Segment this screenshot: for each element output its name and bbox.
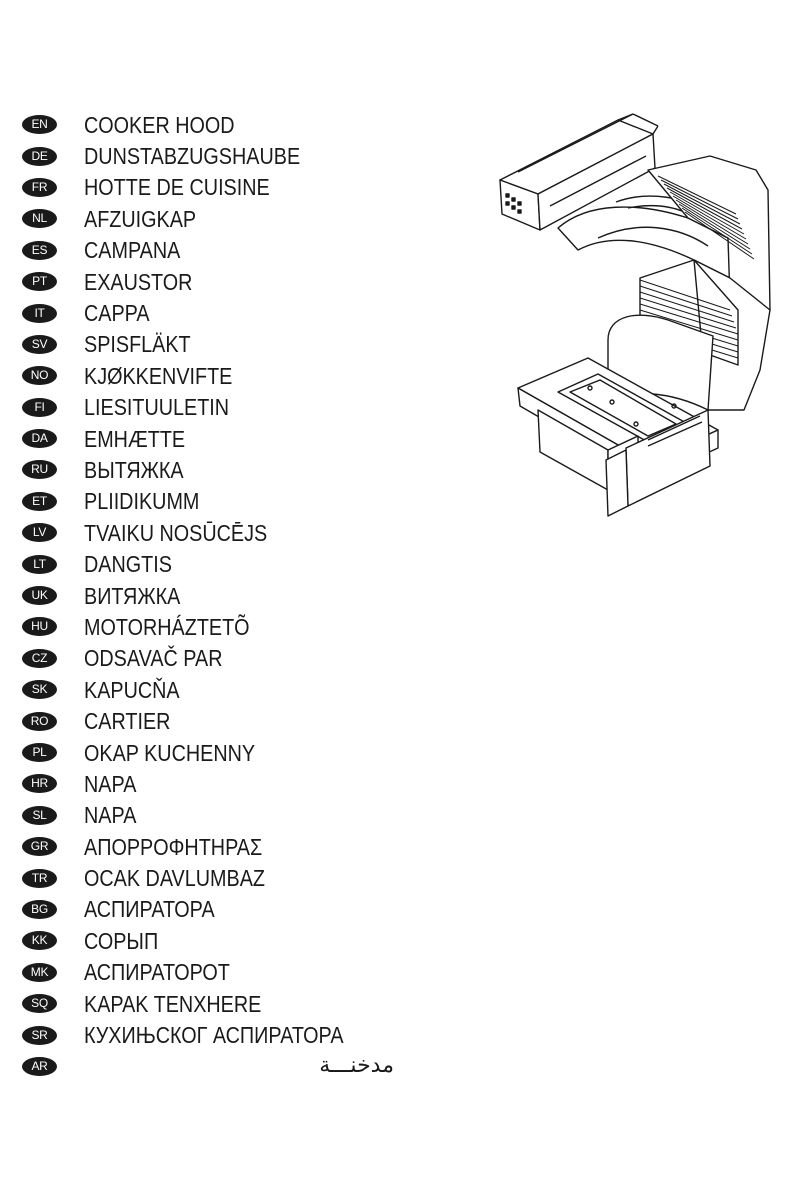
- language-code-badge: RU: [22, 460, 57, 480]
- product-name: مدخنـــة: [319, 1053, 394, 1079]
- language-row-ro: RO CARTIER: [22, 705, 394, 736]
- language-code-badge: KK: [22, 931, 57, 951]
- product-name: CARTIER: [84, 708, 171, 735]
- language-code-badge: NO: [22, 366, 57, 386]
- language-row-kk: KK СОРЫП: [22, 925, 394, 956]
- language-row-tr: TR OCAK DAVLUMBAZ: [22, 862, 394, 893]
- language-code-badge: NL: [22, 209, 57, 229]
- product-name: COOKER HOOD: [84, 111, 235, 138]
- product-name: MOTORHÁZTETÕ: [84, 613, 250, 640]
- language-row-sr: SR КУХИЊСКОГ АСПИРАТОРА: [22, 1019, 394, 1050]
- language-row-de: DE DUNSTABZUGSHAUBE: [22, 140, 394, 171]
- language-code-badge: SV: [22, 334, 57, 354]
- product-name: ODSAVAČ PAR: [84, 645, 223, 672]
- language-code-badge: UK: [22, 586, 57, 606]
- language-code-badge: SK: [22, 680, 57, 700]
- language-code-badge: RO: [22, 711, 57, 731]
- language-code-badge: GR: [22, 837, 57, 857]
- language-row-hu: HU MOTORHÁZTETÕ: [22, 611, 394, 642]
- language-code-badge: SL: [22, 805, 57, 825]
- product-name: СОРЫП: [84, 927, 159, 954]
- language-row-fr: FR HOTTE DE CUISINE: [22, 172, 394, 203]
- product-name: АСПИРАТОРА: [84, 896, 215, 923]
- language-row-pt: PT EXAUSTOR: [22, 266, 394, 297]
- language-code-badge: SQ: [22, 994, 57, 1014]
- product-name: OKAP KUCHENNY: [84, 739, 256, 766]
- product-name: DUNSTABZUGSHAUBE: [84, 143, 301, 170]
- language-row-bg: BG АСПИРАТОРА: [22, 894, 394, 925]
- language-code-badge: CZ: [22, 648, 57, 668]
- language-row-nl: NL AFZUIGKAP: [22, 203, 394, 234]
- product-name: KJØKKENVIFTE: [84, 362, 233, 389]
- language-code-badge: HR: [22, 774, 57, 794]
- language-code-badge: ES: [22, 240, 57, 260]
- language-row-it: IT CAPPA: [22, 297, 394, 328]
- language-row-en: EN COOKER HOOD: [22, 109, 394, 140]
- language-row-pl: PL OKAP KUCHENNY: [22, 737, 394, 768]
- language-code-badge: LV: [22, 523, 57, 543]
- product-name: ВЫТЯЖКА: [84, 456, 184, 483]
- product-name: AFZUIGKAP: [84, 205, 197, 232]
- product-name: CAMPANA: [84, 237, 181, 264]
- language-code-badge: LT: [22, 554, 57, 574]
- language-row-sq: SQ KAPAK TENXHERE: [22, 988, 394, 1019]
- outlet-box: [499, 113, 659, 231]
- language-code-badge: TR: [22, 868, 57, 888]
- language-row-hr: HR NAPA: [22, 768, 394, 799]
- cooker-hood-drawing-icon: [499, 113, 771, 517]
- language-code-badge: FI: [22, 397, 57, 417]
- language-row-uk: UK ВИТЯЖКА: [22, 580, 394, 611]
- language-code-badge: IT: [22, 303, 57, 323]
- product-name: PLIIDIKUMM: [84, 488, 200, 515]
- language-row-ru: RU ВЫТЯЖКА: [22, 454, 394, 485]
- language-row-es: ES CAMPANA: [22, 235, 394, 266]
- language-list: EN COOKER HOOD DE DUNSTABZUGSHAUBE FR HO…: [22, 109, 394, 1082]
- flexible-hose-lower: [639, 259, 771, 411]
- language-row-gr: GR ΑΠΟΡΡΟΦΗΤΗΡΑΣ: [22, 831, 394, 862]
- language-code-badge: DA: [22, 429, 57, 449]
- product-name: АСПИРАТОРОТ: [84, 959, 230, 986]
- language-code-badge: AR: [22, 1056, 57, 1076]
- product-name: EMHÆTTE: [84, 425, 186, 452]
- language-row-lv: LV TVAIKU NOSŪCĒJS: [22, 517, 394, 548]
- product-name: KAPUCŇA: [84, 676, 180, 703]
- language-row-sk: SK KAPUCŇA: [22, 674, 394, 705]
- language-row-et: ET PLIIDIKUMM: [22, 486, 394, 517]
- product-name: SPISFLÄKT: [84, 331, 191, 358]
- product-name: ВИТЯЖКА: [84, 582, 181, 609]
- language-code-badge: PT: [22, 272, 57, 292]
- language-row-sl: SL NAPA: [22, 800, 394, 831]
- language-row-sv: SV SPISFLÄKT: [22, 329, 394, 360]
- product-name: HOTTE DE CUISINE: [84, 174, 270, 201]
- motor-unit: [517, 357, 719, 517]
- product-name: NAPA: [84, 802, 137, 829]
- product-name: KAPAK TENXHERE: [84, 990, 262, 1017]
- language-row-cz: CZ ODSAVAČ PAR: [22, 643, 394, 674]
- product-name: NAPA: [84, 770, 137, 797]
- product-name: OCAK DAVLUMBAZ: [84, 865, 265, 892]
- language-code-badge: HU: [22, 617, 57, 637]
- flexible-hose-upper: [647, 155, 771, 311]
- product-name: CAPPA: [84, 300, 150, 327]
- product-name: EXAUSTOR: [84, 268, 193, 295]
- language-code-badge: PL: [22, 743, 57, 762]
- language-row-ar: AR مدخنـــة: [22, 1051, 394, 1082]
- language-row-no: NO KJØKKENVIFTE: [22, 360, 394, 391]
- product-name: DANGTIS: [84, 551, 172, 578]
- product-name: LIESITUULETIN: [84, 394, 230, 421]
- language-code-badge: FR: [22, 177, 57, 197]
- language-code-badge: MK: [22, 962, 57, 982]
- language-row-lt: LT DANGTIS: [22, 548, 394, 579]
- language-row-fi: FI LIESITUULETIN: [22, 392, 394, 423]
- language-code-badge: ET: [22, 491, 57, 511]
- language-row-mk: MK АСПИРАТОРОТ: [22, 957, 394, 988]
- language-code-badge: BG: [22, 899, 57, 919]
- product-name: ΑΠΟΡΡΟΦΗΤΗΡΑΣ: [84, 833, 263, 860]
- language-row-da: DA EMHÆTTE: [22, 423, 394, 454]
- language-code-badge: DE: [22, 146, 57, 166]
- product-name: КУХИЊСКОГ АСПИРАТОРА: [84, 1022, 344, 1049]
- product-name: TVAIKU NOSŪCĒJS: [84, 519, 268, 546]
- language-code-badge: SR: [22, 1025, 57, 1045]
- language-code-badge: EN: [22, 115, 57, 135]
